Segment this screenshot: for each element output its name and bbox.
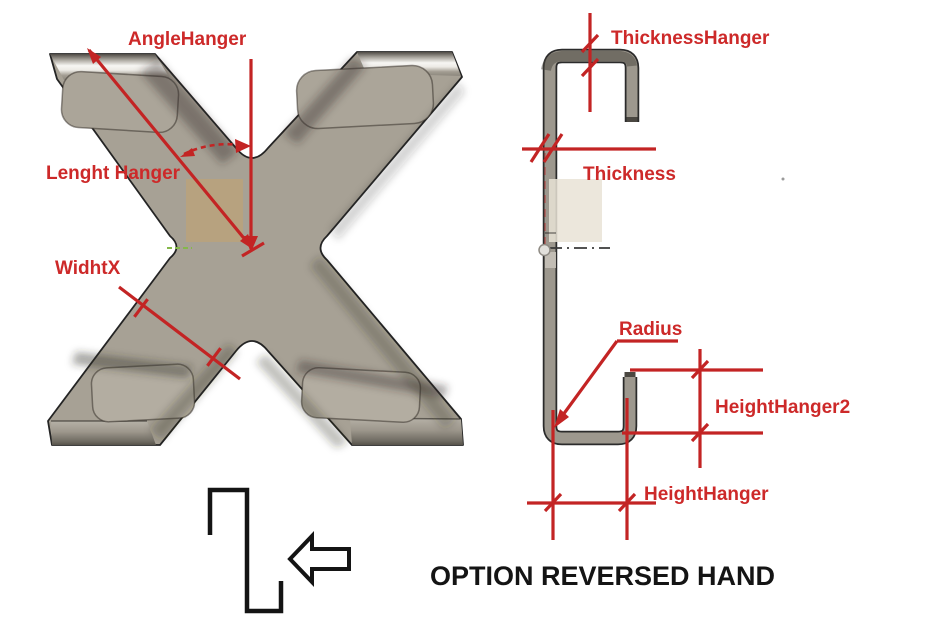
bottom-left-arm-face (51, 421, 156, 445)
beige-overlay-rect (549, 179, 602, 242)
length-arrowhead-bottom (240, 234, 254, 250)
label-thickness-hanger: ThicknessHanger (611, 28, 770, 49)
part-shadows (72, 58, 465, 448)
label-length-hanger: Lenght Hanger (46, 163, 181, 184)
label-height-hanger: HeightHanger (644, 484, 769, 505)
label-height-hanger2: HeightHanger2 (715, 397, 851, 418)
left-block-arrow-icon (287, 531, 351, 587)
heighthanger2-tick-1 (690, 359, 710, 380)
hook-lip-end-cap (624, 372, 636, 377)
bottom-right-arm-face (350, 418, 463, 445)
thicknesshanger-tick-2 (580, 57, 600, 78)
hook-leg-end-cap (626, 117, 638, 122)
stem-light-segment (545, 252, 556, 268)
length-dimension-line (87, 48, 254, 250)
hook-profile-face (544, 50, 638, 444)
length-end-tick (241, 241, 265, 258)
label-radius: Radius (619, 319, 683, 340)
reversed-profile-sketch (207, 487, 284, 614)
length-arrowhead-top (87, 48, 101, 64)
widthx-tick-1 (133, 298, 149, 318)
radius-leader (558, 340, 619, 420)
label-angle-hanger: AngleHanger (128, 29, 247, 50)
thicknesshanger-tick-1 (580, 33, 600, 54)
heighthanger-tick-1 (543, 492, 563, 513)
thickness-tick-2 (542, 133, 564, 163)
reversed-hand-sketch (207, 487, 351, 614)
heighthanger2-tick-2 (690, 422, 710, 443)
label-thickness: Thickness (583, 164, 676, 185)
angle-arc-arrow-right (235, 139, 251, 153)
radius-arrowhead (554, 409, 569, 428)
label-widthx: WidhtX (55, 258, 121, 279)
dimension-annotations (87, 13, 763, 540)
hook-profile-outline (542, 48, 640, 446)
front-view-x-part (47, 51, 465, 448)
thickness-tick-1 (529, 133, 551, 163)
stray-dot (781, 177, 785, 181)
joint-origin-marker (538, 243, 551, 257)
widthx-dimension-line (118, 285, 241, 381)
label-option-reversed-hand: OPTION REVERSED HAND (430, 561, 776, 591)
side-view-hook-profile (538, 48, 785, 446)
tan-overlay-rect (186, 179, 243, 242)
angle-arc-arrow-left (180, 148, 195, 157)
heighthanger-tick-2 (617, 492, 637, 513)
widthx-tick-2 (206, 347, 222, 367)
